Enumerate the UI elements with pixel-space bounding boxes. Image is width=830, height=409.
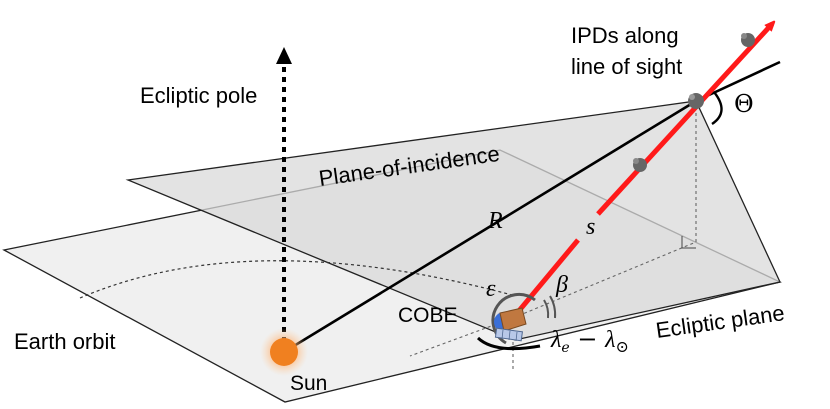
sun-icon: [270, 338, 298, 366]
label-r: R: [487, 208, 503, 234]
lambda-angle-arc: [476, 336, 541, 351]
dust-particle-1: [741, 33, 755, 47]
label-sun: Sun: [290, 372, 327, 395]
label-lambda-expression: λe − λ⊙: [550, 325, 629, 356]
dust-particle-2: [688, 93, 704, 109]
label-ipds-line1: IPDs along: [571, 23, 679, 48]
label-epsilon: ε: [486, 276, 496, 302]
label-theta: Θ: [734, 90, 754, 118]
r-vector-line: [283, 99, 697, 354]
label-earth-orbit: Earth orbit: [14, 329, 116, 354]
lambda-sun-subscript: ⊙: [615, 337, 628, 356]
beta-angle-arc-2: [549, 295, 557, 319]
label-cobe: COBE: [398, 304, 458, 327]
right-angle-marker: [681, 236, 696, 249]
dust-particle-3: [633, 158, 647, 172]
line-of-sight-far: [596, 24, 772, 216]
beta-angle-arc: [543, 299, 550, 319]
lambda-symbol: λ: [550, 327, 561, 353]
lambda-e-subscript: e: [561, 340, 569, 356]
ecliptic-pole-arrowhead: [276, 47, 292, 64]
plane-of-incidence: [125, 100, 781, 341]
label-beta: β: [555, 272, 568, 298]
minus-sign: −: [570, 325, 605, 353]
line-of-sight-near: [511, 238, 580, 320]
lambda-symbol-2: λ: [604, 327, 615, 353]
label-ipds-line2: line of sight: [571, 54, 682, 79]
label-s: s: [586, 214, 595, 240]
label-ecliptic-pole: Ecliptic pole: [140, 83, 257, 108]
cobe-satellite-icon: [494, 307, 527, 342]
theta-angle-arc: [711, 91, 723, 125]
earth-orbit-arc: [79, 260, 513, 299]
